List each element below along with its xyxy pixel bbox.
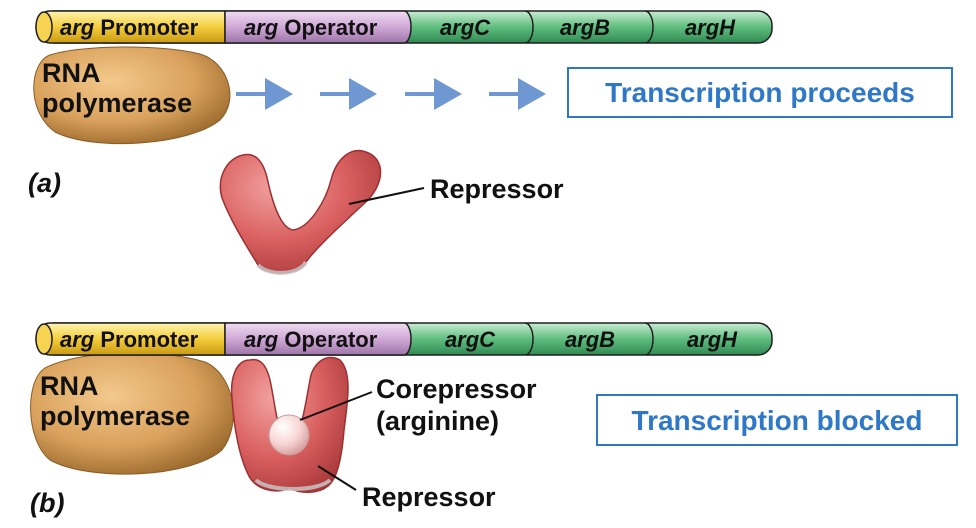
corepressor-arginine — [268, 414, 310, 456]
corepressor-pointer — [299, 391, 373, 421]
status-blocked-text: Transcription blocked — [632, 405, 923, 436]
polymerase-label-line1: RNA — [40, 371, 99, 401]
repressor-label-b: Repressor — [362, 482, 496, 512]
operator-segment — [224, 322, 412, 356]
operator-segment — [224, 10, 412, 44]
repressor-pointer — [348, 187, 425, 205]
repressor-pointer — [317, 465, 357, 491]
repressor-a: Repressor — [219, 149, 564, 275]
gene-argb-label: argB — [560, 15, 610, 40]
corepressor-label-line2: (arginine) — [376, 406, 499, 436]
polymerase-label-line2: polymerase — [42, 88, 192, 118]
gene-divider — [524, 10, 534, 44]
dna-end-cap — [35, 11, 53, 43]
polymerase-label-line1: RNA — [42, 58, 101, 88]
gene-argh-label: argH — [685, 15, 736, 40]
gene-divider — [644, 10, 654, 44]
repressor-label-a: Repressor — [430, 174, 564, 204]
status-box-proceeds: Transcription proceeds — [567, 67, 953, 118]
panel-b: RNA polymerase arg Promoter arg Operator… — [30, 322, 958, 518]
dna-bar-b: arg Promoter arg Operator argC argB argH — [35, 322, 773, 356]
corepressor-label-line1: Corepressor — [376, 374, 537, 404]
gene-argc-label: argC — [440, 15, 491, 40]
status-proceeds-text: Transcription proceeds — [605, 77, 915, 108]
repressor-b — [230, 356, 349, 493]
gene-divider — [644, 322, 654, 356]
polymerase-label-line2: polymerase — [40, 401, 190, 431]
operator-label: arg Operator — [244, 15, 378, 40]
promoter-label: arg Promoter — [60, 327, 199, 352]
panel-a-label: (a) — [28, 168, 61, 198]
rna-polymerase-b: RNA polymerase — [30, 352, 234, 475]
gene-argb-label: argB — [565, 327, 615, 352]
panel-b-label: (b) — [30, 488, 64, 518]
promoter-label: arg Promoter — [60, 15, 199, 40]
gene-argc-label: argC — [445, 327, 496, 352]
gene-divider — [524, 322, 534, 356]
gene-argh-label: argH — [687, 327, 738, 352]
panel-a: arg Promoter arg Operator argC argB argH… — [28, 10, 953, 275]
status-box-blocked: Transcription blocked — [596, 394, 958, 446]
dna-bar-a: arg Promoter arg Operator argC argB argH — [35, 10, 773, 44]
rna-polymerase-a: RNA polymerase — [33, 46, 231, 145]
operator-label: arg Operator — [244, 327, 378, 352]
dna-end-cap — [35, 323, 53, 355]
